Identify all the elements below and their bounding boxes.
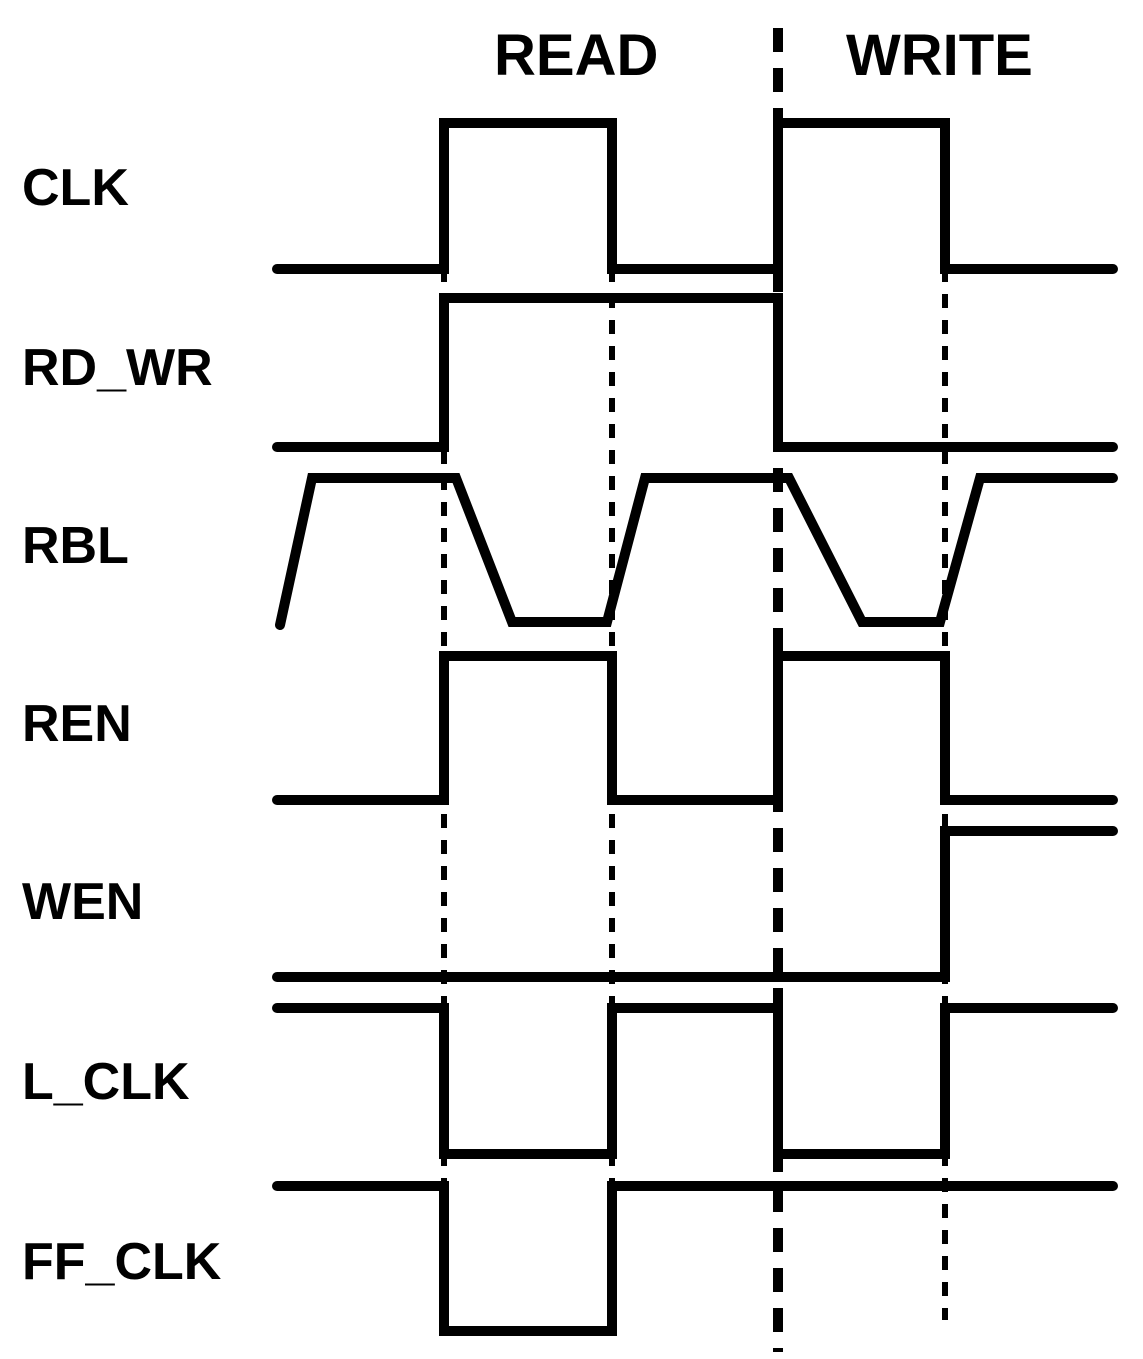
signal-label-rd-wr: RD_WR xyxy=(22,339,213,397)
l-clk-waveform xyxy=(272,1003,1118,1159)
signal-label-rbl: RBL xyxy=(22,517,129,575)
signal-label-ren: REN xyxy=(22,695,132,753)
signal-label-wen: WEN xyxy=(22,873,144,931)
ren-waveform xyxy=(272,651,1118,805)
signal-label-ff-clk: FF_CLK xyxy=(22,1233,222,1291)
signal-label-l-clk: L_CLK xyxy=(22,1053,190,1111)
rd-wr-waveform xyxy=(272,293,1118,452)
phase-label-read: READ xyxy=(494,23,659,88)
rbl-waveform xyxy=(275,473,1118,630)
phase-label-write: WRITE xyxy=(846,23,1033,88)
signal-label-clk: CLK xyxy=(22,159,129,217)
ff-clk-waveform xyxy=(272,1181,1118,1336)
wen-waveform xyxy=(272,826,1118,982)
clk-waveform xyxy=(272,118,1118,274)
